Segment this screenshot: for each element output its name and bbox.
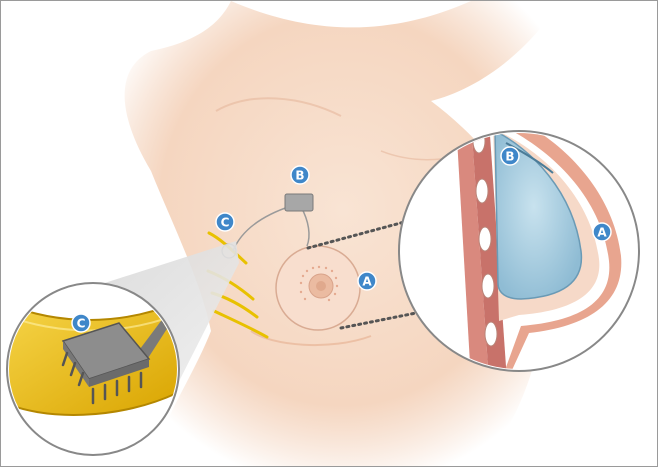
breast-region — [276, 246, 360, 330]
label-b-zoom: B — [505, 150, 514, 164]
label-badge-b-zoom: B — [501, 147, 519, 165]
label-badge-a-zoom: A — [593, 223, 611, 241]
label-b-body: B — [295, 169, 304, 183]
label-badge-a-body: A — [358, 272, 376, 290]
label-a-body: A — [362, 275, 372, 289]
label-c-body: C — [221, 216, 230, 230]
label-badge-c-body: C — [216, 213, 234, 231]
label-a-zoom: A — [597, 226, 607, 240]
module-icon — [285, 194, 313, 211]
label-badge-b-body: B — [291, 166, 309, 184]
label-badge-c-zoom: C — [72, 314, 90, 332]
label-c-zoom: C — [77, 317, 86, 331]
